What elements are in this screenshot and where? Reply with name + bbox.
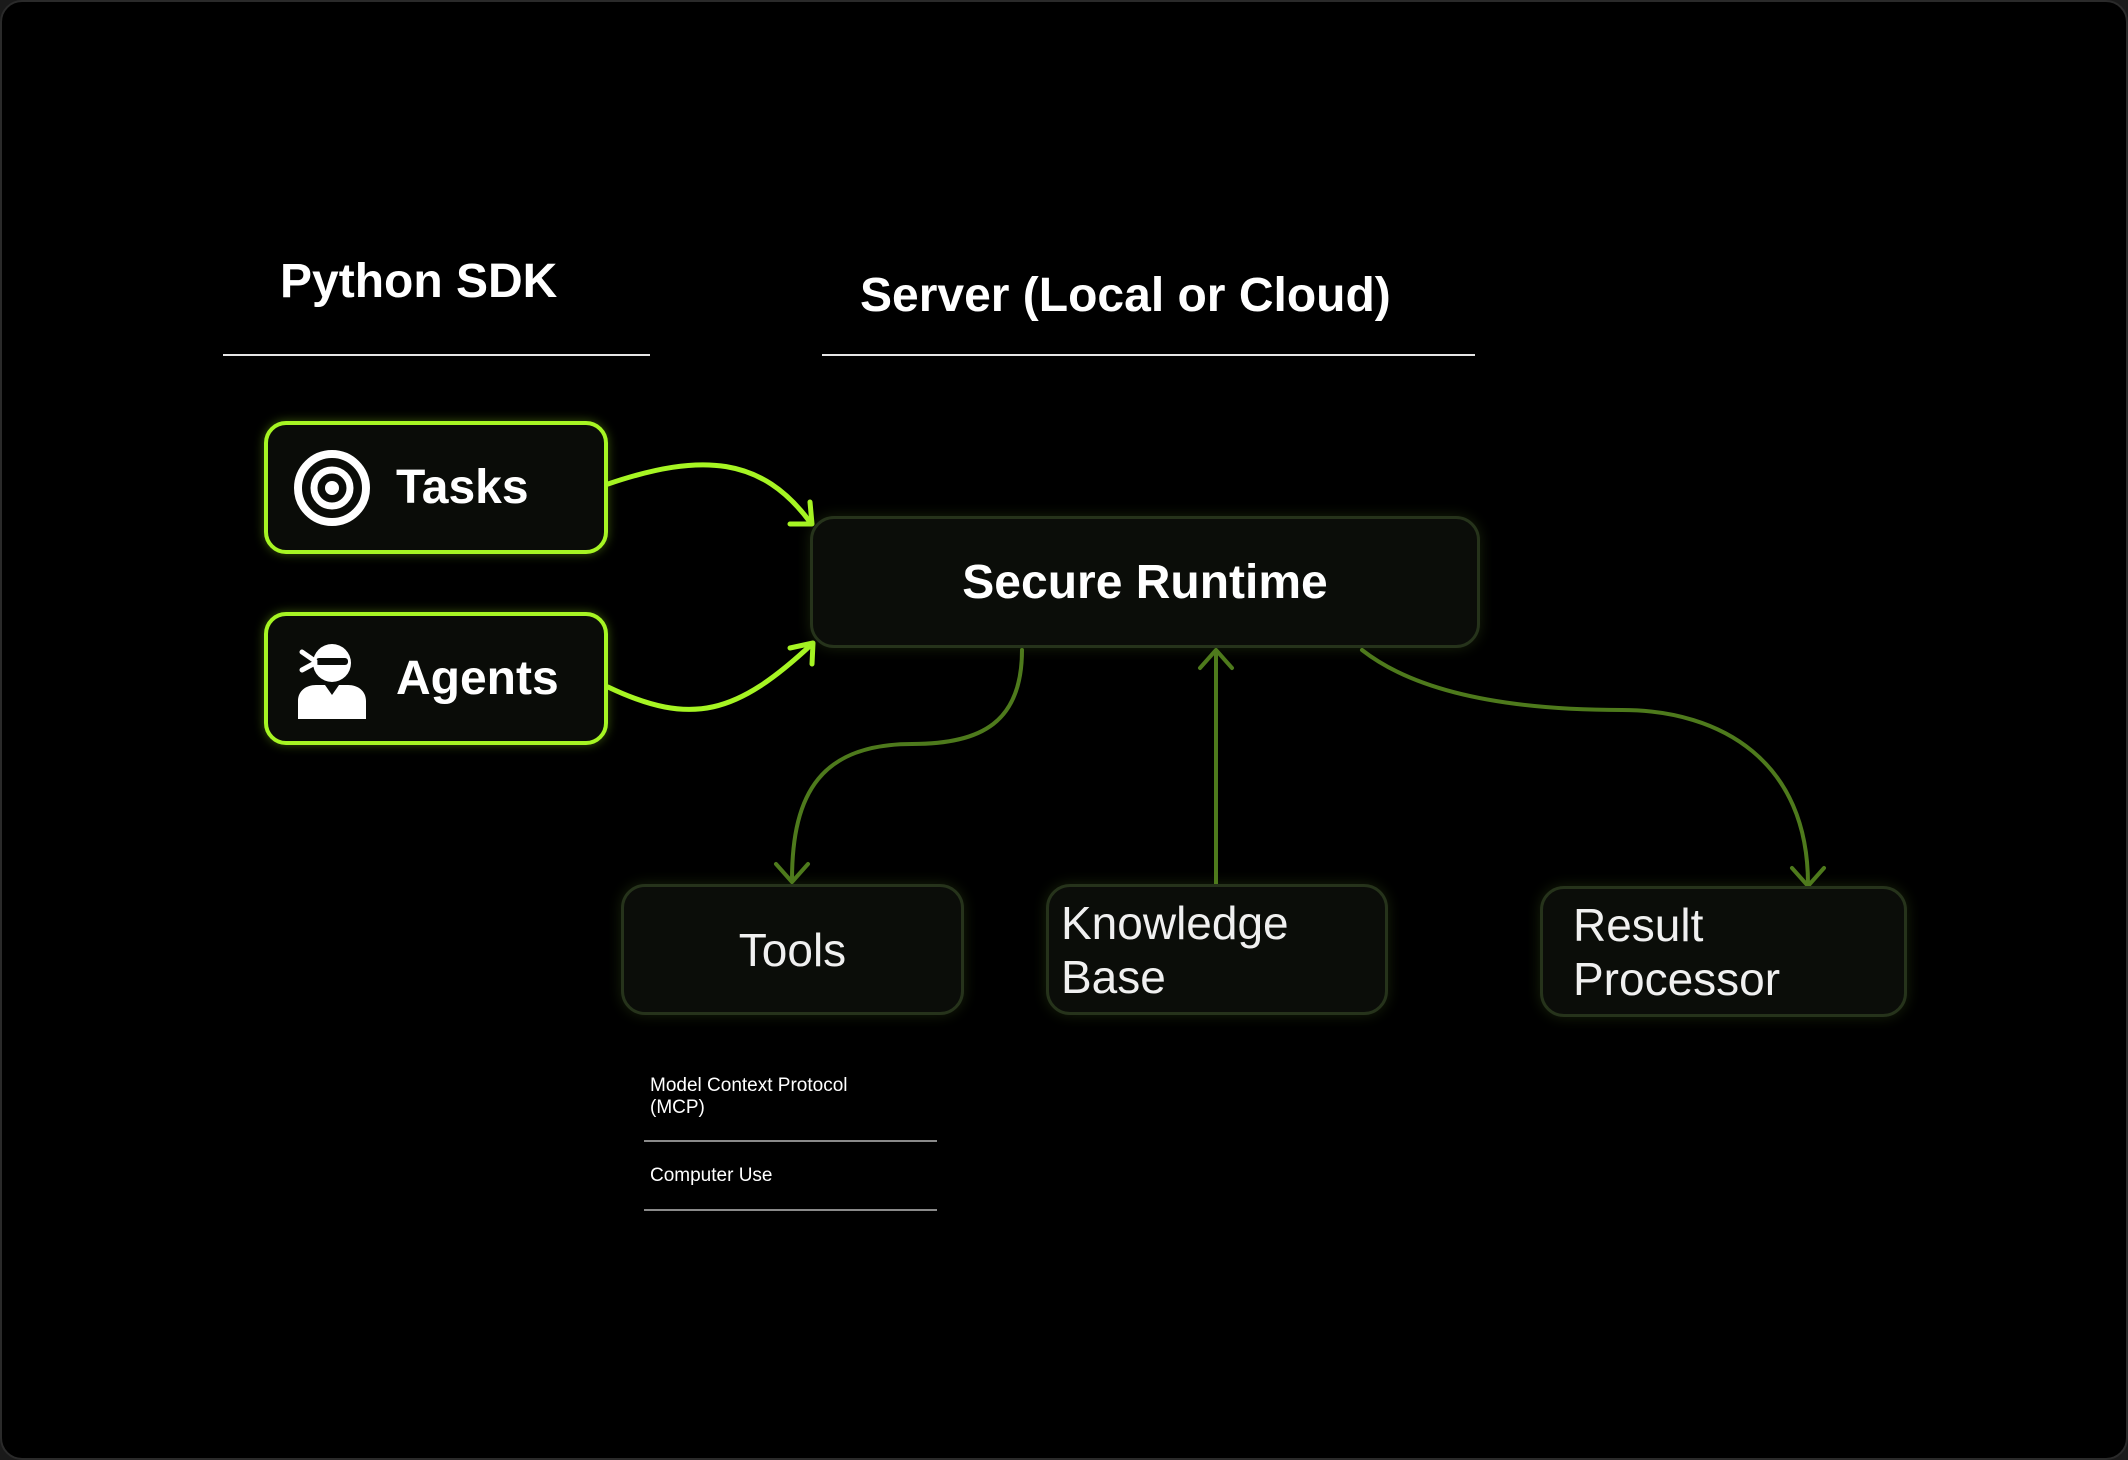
knowledge-arrowhead bbox=[1198, 648, 1234, 670]
tool-item-divider bbox=[644, 1209, 937, 1211]
agents-arrowhead bbox=[787, 640, 816, 667]
knowledge-line-2: Base bbox=[1061, 950, 1166, 1003]
ninja-agent-icon bbox=[298, 643, 366, 719]
tasks-arrowhead bbox=[787, 499, 815, 527]
tasks-to-runtime-arrow bbox=[605, 462, 813, 525]
agents-to-runtime-arrow bbox=[605, 641, 815, 712]
python-sdk-divider bbox=[223, 354, 650, 356]
tool-item-mcp: Model Context Protocol (MCP) bbox=[650, 1075, 848, 1119]
knowledge-base-label: Knowledge Base bbox=[1049, 896, 1289, 1004]
tool-item-divider bbox=[644, 1140, 937, 1142]
server-divider bbox=[822, 354, 1475, 356]
tasks-box: Tasks bbox=[264, 421, 608, 554]
result-processor-box: Result Processor bbox=[1540, 886, 1907, 1017]
tools-arrowhead bbox=[774, 862, 810, 884]
result-line-2: Processor bbox=[1573, 952, 1781, 1005]
target-icon bbox=[294, 449, 370, 526]
secure-runtime-label: Secure Runtime bbox=[962, 555, 1328, 609]
tools-box: Tools bbox=[621, 884, 964, 1015]
secure-runtime-box: Secure Runtime bbox=[810, 516, 1480, 648]
mcp-line-2: (MCP) bbox=[650, 1097, 705, 1118]
runtime-to-result-arrow bbox=[1360, 648, 1810, 886]
knowledge-line-1: Knowledge bbox=[1061, 896, 1289, 949]
tools-label: Tools bbox=[738, 923, 847, 976]
runtime-to-tools-arrow bbox=[790, 648, 1024, 882]
tool-item-computer-use: Computer Use bbox=[650, 1165, 773, 1186]
agents-label: Agents bbox=[396, 652, 559, 705]
tasks-label: Tasks bbox=[396, 461, 529, 514]
result-line-1: Result bbox=[1573, 898, 1704, 951]
mcp-line-1: Model Context Protocol bbox=[650, 1075, 848, 1096]
python-sdk-heading: Python SDK bbox=[280, 255, 558, 308]
agents-box: Agents bbox=[264, 612, 608, 745]
server-heading: Server (Local or Cloud) bbox=[860, 269, 1391, 322]
knowledge-base-box: Knowledge Base bbox=[1046, 884, 1388, 1015]
result-processor-label: Result Processor bbox=[1543, 898, 1780, 1006]
